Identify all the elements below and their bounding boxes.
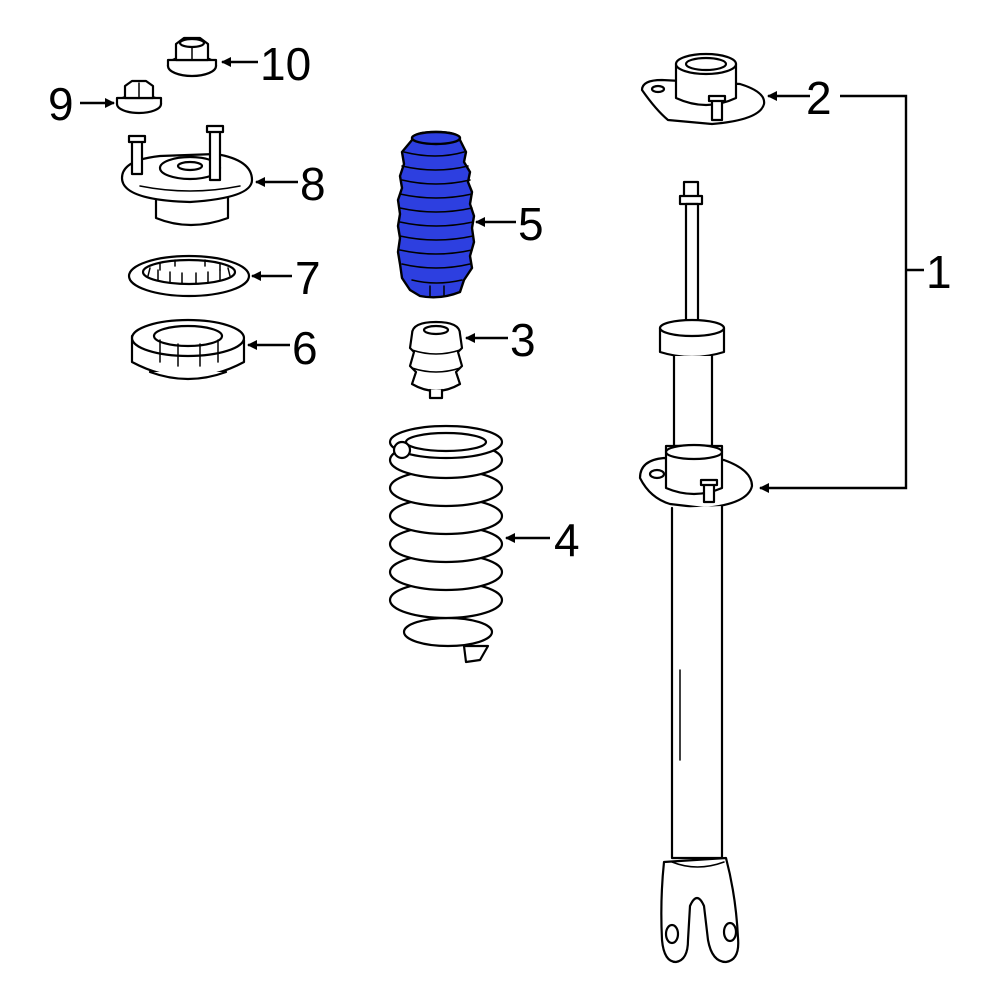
part-1-strut-assembly[interactable] <box>638 180 754 964</box>
callout-2: 2 <box>806 72 832 124</box>
callout-1: 1 <box>926 246 952 298</box>
part-8-upper-mount[interactable] <box>120 124 254 227</box>
callout-6: 6 <box>292 322 318 374</box>
part-10-flange-nut[interactable] <box>166 36 218 78</box>
callout-10: 10 <box>260 38 311 90</box>
callout-8: 8 <box>300 158 326 210</box>
part-2-upper-insulator[interactable] <box>640 52 766 126</box>
part-3-bump-stop[interactable] <box>408 320 464 400</box>
callout-5: 5 <box>518 198 544 250</box>
part-9-nut[interactable] <box>115 79 163 115</box>
callout-9: 9 <box>48 78 74 130</box>
part-4-coil-spring[interactable] <box>388 424 504 664</box>
dust-boot-body[interactable] <box>396 130 476 299</box>
part-6-spring-seat[interactable] <box>130 318 246 381</box>
part-5-dust-boot[interactable] <box>396 130 476 299</box>
callout-3: 3 <box>510 314 536 366</box>
callout-4: 4 <box>554 514 580 566</box>
part-7-bearing[interactable] <box>127 254 251 298</box>
callout-7: 7 <box>295 252 321 304</box>
